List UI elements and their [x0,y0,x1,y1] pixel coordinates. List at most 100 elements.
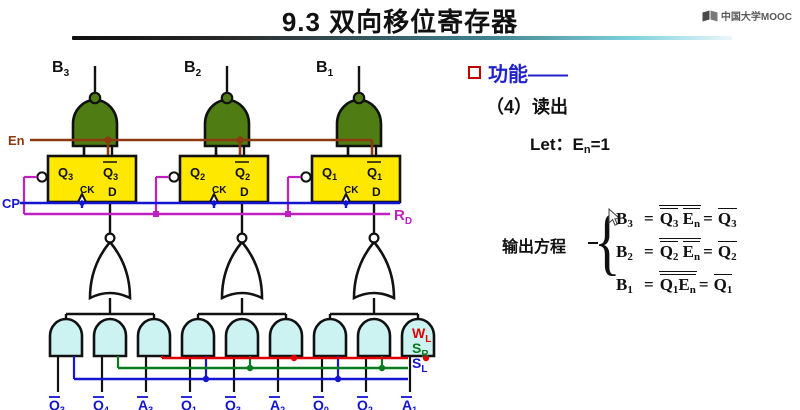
equation-row: B2 = Q2 En = Q2 [616,238,737,271]
enbar-term: En [682,208,701,230]
equals-sign: = [644,209,654,228]
ff-qbar-label: Q3 [103,165,118,182]
equals-sign-2: = [703,242,713,261]
equation-negated-product: Q3 En [658,205,702,231]
equation-negated-product: Q2 En [658,238,702,264]
shift-right-junction-dot [246,364,254,372]
ff-ck-label: CK [80,185,95,196]
shift-left-junction-dot [202,375,210,383]
mooc-logo-text: 中国大学MOOC [720,12,792,23]
equals-sign: = [644,275,654,294]
let-condition: Let：En=1 [530,130,610,156]
enable-bus: En [8,133,374,148]
reset-junction-dot [153,211,159,217]
enbar-term: En [678,274,696,296]
reset-label: RD [394,207,412,227]
let-subscript: n [583,144,591,156]
page-title: 9.3 双向移位寄存器 [281,7,519,37]
equation-rhs: Q1 [713,274,733,296]
equations-lead-line [588,242,598,244]
input-label: Q3 [49,397,65,410]
input-label: A2 [270,397,285,410]
write-left-bus: WL [162,325,431,362]
function-heading-row: 功能—— [468,58,568,87]
book-icon [702,10,718,21]
equation-row: B3 = Q3 En = Q3 [616,205,737,238]
qbar-term: Q1 [659,274,679,296]
input-label: A3 [138,397,153,410]
ff-d-label: D [240,185,249,199]
or-gate [88,232,132,300]
qbar-term: Q2 [659,241,679,263]
equals-sign-2: = [703,209,713,228]
shift-left-label: SL [412,355,427,375]
qbar-term: Q3 [659,208,679,230]
register-stage-3: B3 Q3 Q3 CK D [22,59,172,410]
input-label: A1 [402,397,417,410]
and-gate-shift-right [92,317,128,358]
enable-label: En [8,133,25,148]
equals-sign: = [644,242,654,261]
write-left-junction-dot [290,354,298,362]
output-equations: B3 = Q3 En = Q3 B2 = Q2 En = Q2 B1 = Q1E… [616,205,737,304]
stage-input-labels: Q0 Q2 A1 [313,396,417,410]
and-gate-write [136,317,172,358]
shift-left-junction-dot [334,375,342,383]
equation-lhs: B2 [616,242,633,263]
equation-rhs: Q2 [717,241,737,263]
ff-d-label: D [108,185,117,199]
shift-right-label: SR [412,340,429,360]
input-label: Q0 [313,397,329,410]
d-flip-flop [46,154,138,204]
equation-negated-product: Q1En [658,271,697,297]
stage-output-label: B3 [52,59,70,79]
stage-output-label: B2 [184,59,202,79]
shift-right-junction-dot [378,364,386,372]
input-label: Q2 [357,397,373,410]
stage-input-labels: Q1 Q3 A2 [181,396,285,410]
stage-input-labels: Q3 Q4 A3 [49,396,153,410]
and-gate-shift-left [312,317,348,358]
nand-gate [335,91,383,148]
title-divider [72,36,732,40]
shift-right-bus: SR [118,340,429,372]
input-label: Q1 [181,397,197,410]
enable-junction-dot [104,136,112,144]
or-gate [352,232,396,300]
function-heading: 功能—— [488,64,568,86]
ff-q-label: Q1 [322,165,337,182]
square-bullet-icon [468,66,481,79]
and-gate-shift-right [356,317,392,358]
output-equations-label: 输出方程 [502,239,567,256]
clock-label: CP [2,196,20,211]
equation-rhs: Q3 [717,208,737,230]
enable-junction-dot [236,136,244,144]
d-flip-flop [178,154,270,204]
ff-d-label: D [372,185,381,199]
clock-bus: CP [2,196,400,211]
enbar-term: En [682,241,701,263]
reset-bus: RD [24,207,412,227]
write-left-label: WL [412,325,431,345]
ff-reset-bubble-icon [36,171,48,183]
ff-q-label: Q2 [190,165,205,182]
ff-qbar-label: Q1 [367,165,382,182]
ff-ck-label: CK [212,185,227,196]
input-label: Q4 [93,397,109,410]
ff-qbar-label: Q2 [235,165,250,182]
input-label: Q3 [225,397,241,410]
ff-q-label: Q3 [58,165,73,182]
or-gate [220,232,264,300]
equals-sign-2: = [698,275,709,294]
mouse-cursor-icon [608,208,621,226]
register-stage-2: B2 Q2 Q2 CK D [154,59,304,410]
equation-row: B1 = Q1En = Q1 [616,271,737,304]
stage-output-label: B1 [316,59,334,79]
ff-reset-bubble-icon [168,171,180,183]
let-suffix: =1 [590,135,610,154]
mooc-logo: 中国大学MOOC [702,8,792,23]
equation-lhs: B1 [616,275,633,296]
reset-junction-dot [285,211,291,217]
shift-register-circuit: B3 Q3 Q3 CK D [2,59,436,410]
